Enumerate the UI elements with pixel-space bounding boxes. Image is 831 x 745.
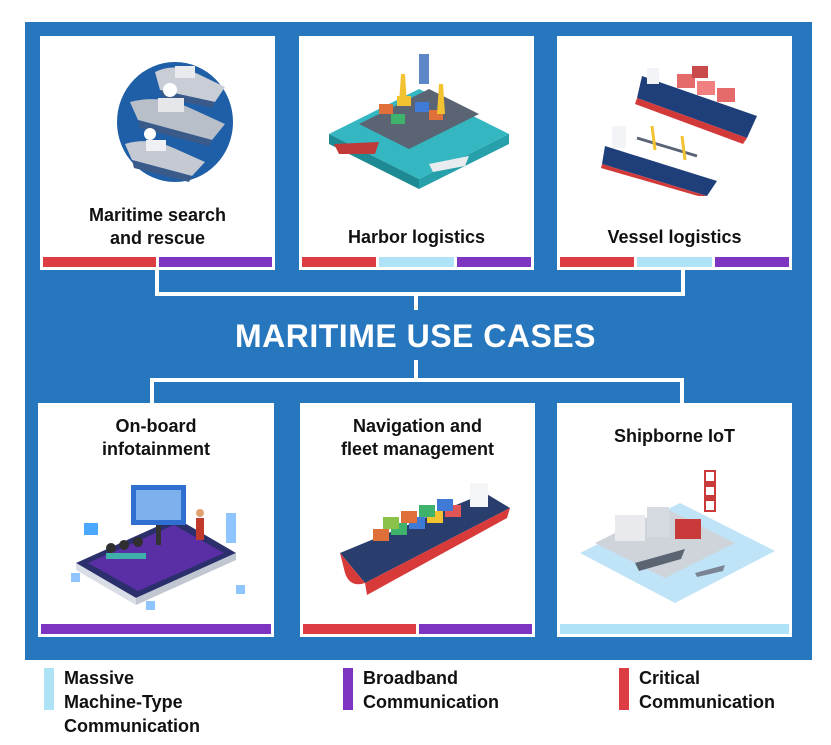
harbor-illustration bbox=[329, 54, 509, 189]
card-title: Maritime search and rescue bbox=[88, 205, 227, 248]
broadband-bar bbox=[714, 257, 789, 267]
top-connector-stem bbox=[414, 292, 418, 310]
critical-bar bbox=[43, 257, 156, 267]
card-title: Vessel logistics bbox=[607, 227, 742, 247]
card-title: Harbor logistics bbox=[347, 227, 486, 247]
mmtc-bar bbox=[379, 257, 454, 267]
legend-label: Massive Machine-Type Communication bbox=[64, 668, 201, 736]
critical-bar bbox=[560, 257, 635, 267]
rescue-ships-illustration bbox=[117, 62, 233, 182]
broadband-swatch bbox=[343, 668, 353, 710]
broadband-bar bbox=[456, 257, 531, 267]
mmtc-bar bbox=[560, 624, 789, 634]
critical-bar bbox=[303, 624, 416, 634]
card-shipborne-iot: Shipborne IoT bbox=[557, 403, 792, 637]
legend-label: Critical Communication bbox=[639, 668, 776, 712]
comm-bars bbox=[560, 257, 789, 267]
card-navigation-fleet-management: Navigation and fleet management bbox=[300, 403, 535, 637]
legend-label: Broadband Communication bbox=[363, 668, 500, 712]
card-title: Shipborne IoT bbox=[614, 426, 735, 446]
card-title: On-board infotainment bbox=[102, 416, 210, 459]
broadband-bar bbox=[159, 257, 272, 267]
card-title: Navigation and fleet management bbox=[340, 416, 495, 459]
card-onboard-infotainment: On-board infotainment bbox=[38, 403, 274, 637]
critical-swatch bbox=[619, 668, 629, 710]
infotainment-illustration bbox=[71, 485, 245, 610]
mmtc-bar bbox=[637, 257, 712, 267]
top-connector bbox=[155, 262, 685, 296]
comm-bars bbox=[302, 257, 531, 267]
main-title: MARITIME USE CASES bbox=[234, 318, 597, 354]
container-ship-illustration bbox=[340, 483, 510, 595]
bottom-connector-stem bbox=[414, 360, 418, 382]
card-harbor-logistics: Harbor logistics bbox=[299, 36, 534, 270]
comm-bars bbox=[41, 624, 271, 634]
port-iot-illustration bbox=[580, 470, 775, 603]
comm-bars bbox=[560, 624, 789, 634]
cargo-vessels-illustration bbox=[601, 66, 757, 196]
comm-bars bbox=[303, 624, 532, 634]
card-maritime-search-rescue: Maritime search and rescue bbox=[40, 36, 275, 270]
mmtc-swatch bbox=[44, 668, 54, 710]
broadband-bar bbox=[41, 624, 271, 634]
comm-bars bbox=[43, 257, 272, 267]
broadband-bar bbox=[419, 624, 532, 634]
critical-bar bbox=[302, 257, 377, 267]
card-vessel-logistics: Vessel logistics bbox=[557, 36, 792, 270]
